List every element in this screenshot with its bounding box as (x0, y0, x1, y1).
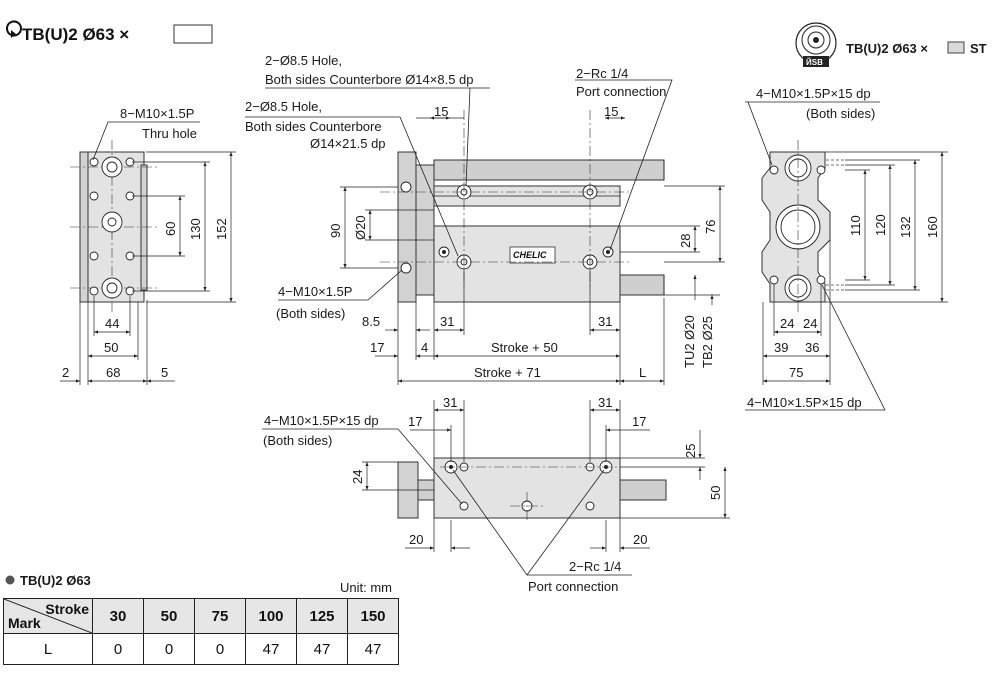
dim-31a: 31 (440, 314, 454, 329)
dim-phi20: Ø20 (353, 215, 368, 240)
dim-tb2: TB2 Ø25 (700, 316, 715, 368)
dim-68: 68 (106, 365, 120, 380)
dim-5: 5 (161, 365, 168, 380)
label-rc-bot-2: Port connection (528, 579, 618, 594)
header-stroke-100: 100 (245, 598, 297, 634)
dim-152: 152 (214, 218, 229, 240)
dim-60: 60 (163, 222, 178, 236)
table-title: TB(U)2 Ø63 (20, 573, 91, 588)
page-title: TB(U)2 Ø63 × (22, 25, 129, 44)
brand-label: CHELIC (513, 250, 547, 260)
cell-L-125: 47 (296, 633, 348, 665)
right-end-view: 4−M10×1.5P×15 dp (Both sides) 4−M10×1.5P… (745, 86, 948, 411)
cell-L-100: 47 (245, 633, 297, 665)
bdim-17a: 17 (408, 414, 422, 429)
bullet-icon (5, 575, 15, 585)
dim-36: 36 (805, 340, 819, 355)
dim-50: 50 (104, 340, 118, 355)
dim-15b: 15 (604, 104, 618, 119)
dim-132: 132 (898, 216, 913, 238)
dim-4: 4 (421, 340, 428, 355)
header-stroke-150: 150 (347, 598, 399, 634)
dim-120: 120 (873, 214, 888, 236)
left-end-view: 8−M10×1.5P Thru hole 60 130 152 44 50 68… (60, 106, 236, 385)
right-title: TB(U)2 Ø63 × (846, 41, 928, 56)
dim-24b: 24 (803, 316, 817, 331)
dim-39: 39 (774, 340, 788, 355)
label-m10-thru-2: Thru hole (142, 126, 197, 141)
dim-17: 17 (370, 340, 384, 355)
table-row: L 0 0 0 47 47 47 (3, 633, 399, 665)
svg-text:ЙSB: ЙSB (806, 58, 823, 67)
cell-L-75: 0 (194, 633, 246, 665)
dim-110: 110 (848, 215, 863, 236)
bdim-20a: 20 (409, 532, 423, 547)
dim-76: 76 (703, 220, 718, 234)
label-m10-thru-1: 8−M10×1.5P (120, 106, 194, 121)
stroke-table: Stroke Mark 30 50 75 100 125 150 L 0 0 0… (3, 598, 399, 665)
label-m10-dp-bot-1: 4−M10×1.5P×15 dp (264, 413, 379, 428)
dim-L: L (639, 365, 646, 380)
label-rc-top-2: Port connection (576, 84, 666, 99)
bdim-17b: 17 (632, 414, 646, 429)
table-header-row: Stroke Mark 30 50 75 100 125 150 (3, 598, 399, 634)
unit-label: Unit: mm (340, 580, 392, 595)
label-m10-dp-right-2: (Both sides) (806, 106, 875, 121)
cell-L-30: 0 (92, 633, 144, 665)
dim-tu2: TU2 Ø20 (682, 315, 697, 368)
label-hole85b-1: 2−Ø8.5 Hole, (245, 99, 322, 114)
bdim-24: 24 (350, 470, 365, 484)
header: TB(U)2 Ø63 × (6, 20, 213, 44)
label-hole85b-3: Ø14×21.5 dp (310, 136, 386, 151)
bdim-50: 50 (708, 486, 723, 500)
corner-mark-label: Mark (8, 615, 41, 631)
cell-L-50: 0 (143, 633, 195, 665)
bdim-20b: 20 (633, 532, 647, 547)
label-m10-side-2: (Both sides) (276, 306, 345, 321)
dim-90: 90 (328, 224, 343, 238)
right-suffix: ST (970, 41, 987, 56)
header-stroke-125: 125 (296, 598, 348, 634)
bdim-25: 25 (683, 444, 698, 458)
dim-8-5: 8.5 (362, 314, 380, 329)
label-rc-top-1: 2−Rc 1/4 (576, 66, 628, 81)
label-hole85a-1: 2−Ø8.5 Hole, (265, 53, 342, 68)
label-hole85b-2: Both sides Counterbore (245, 119, 382, 134)
dim-130: 130 (188, 218, 203, 240)
bottom-view: 4−M10×1.5P×15 dp (Both sides) 2−Rc 1/4 P… (262, 395, 730, 594)
header-stroke-30: 30 (92, 598, 144, 634)
table-corner-cell: Stroke Mark (3, 598, 93, 634)
dim-stroke71: Stroke + 71 (474, 365, 541, 380)
header-stroke-50: 50 (143, 598, 195, 634)
main-side-view: CHELIC 2−Ø8.5 Hole, Both sides Counterbo… (245, 53, 725, 385)
dim-31b: 31 (598, 314, 612, 329)
dim-44: 44 (105, 316, 119, 331)
play-arrow-icon (6, 20, 22, 37)
dim-stroke50: Stroke + 50 (491, 340, 558, 355)
dim-2: 2 (62, 365, 69, 380)
label-m10-dp-bot-2: (Both sides) (263, 433, 332, 448)
dim-15a: 15 (434, 104, 448, 119)
header-stroke-75: 75 (194, 598, 246, 634)
stroke-adjust-badge: ЙSB TB(U)2 Ø63 × ST (795, 22, 987, 67)
dim-75: 75 (789, 365, 803, 380)
label-hole85a-2: Both sides Counterbore Ø14×8.5 dp (265, 72, 474, 87)
bdim-31b: 31 (598, 395, 612, 410)
label-m10-dp-right-1: 4−M10×1.5P×15 dp (756, 86, 871, 101)
cell-L-150: 47 (347, 633, 399, 665)
corner-stroke-label: Stroke (45, 601, 89, 617)
stroke-input-box (173, 24, 213, 44)
row-label-L: L (3, 633, 93, 665)
label-m10-side-1: 4−M10×1.5P (278, 284, 352, 299)
dim-160: 160 (925, 216, 940, 238)
label-m10-dp-right-bottom: 4−M10×1.5P×15 dp (747, 395, 862, 410)
dim-24a: 24 (780, 316, 794, 331)
dim-28: 28 (678, 234, 693, 248)
bdim-31a: 31 (443, 395, 457, 410)
label-rc-bot-1: 2−Rc 1/4 (569, 559, 621, 574)
